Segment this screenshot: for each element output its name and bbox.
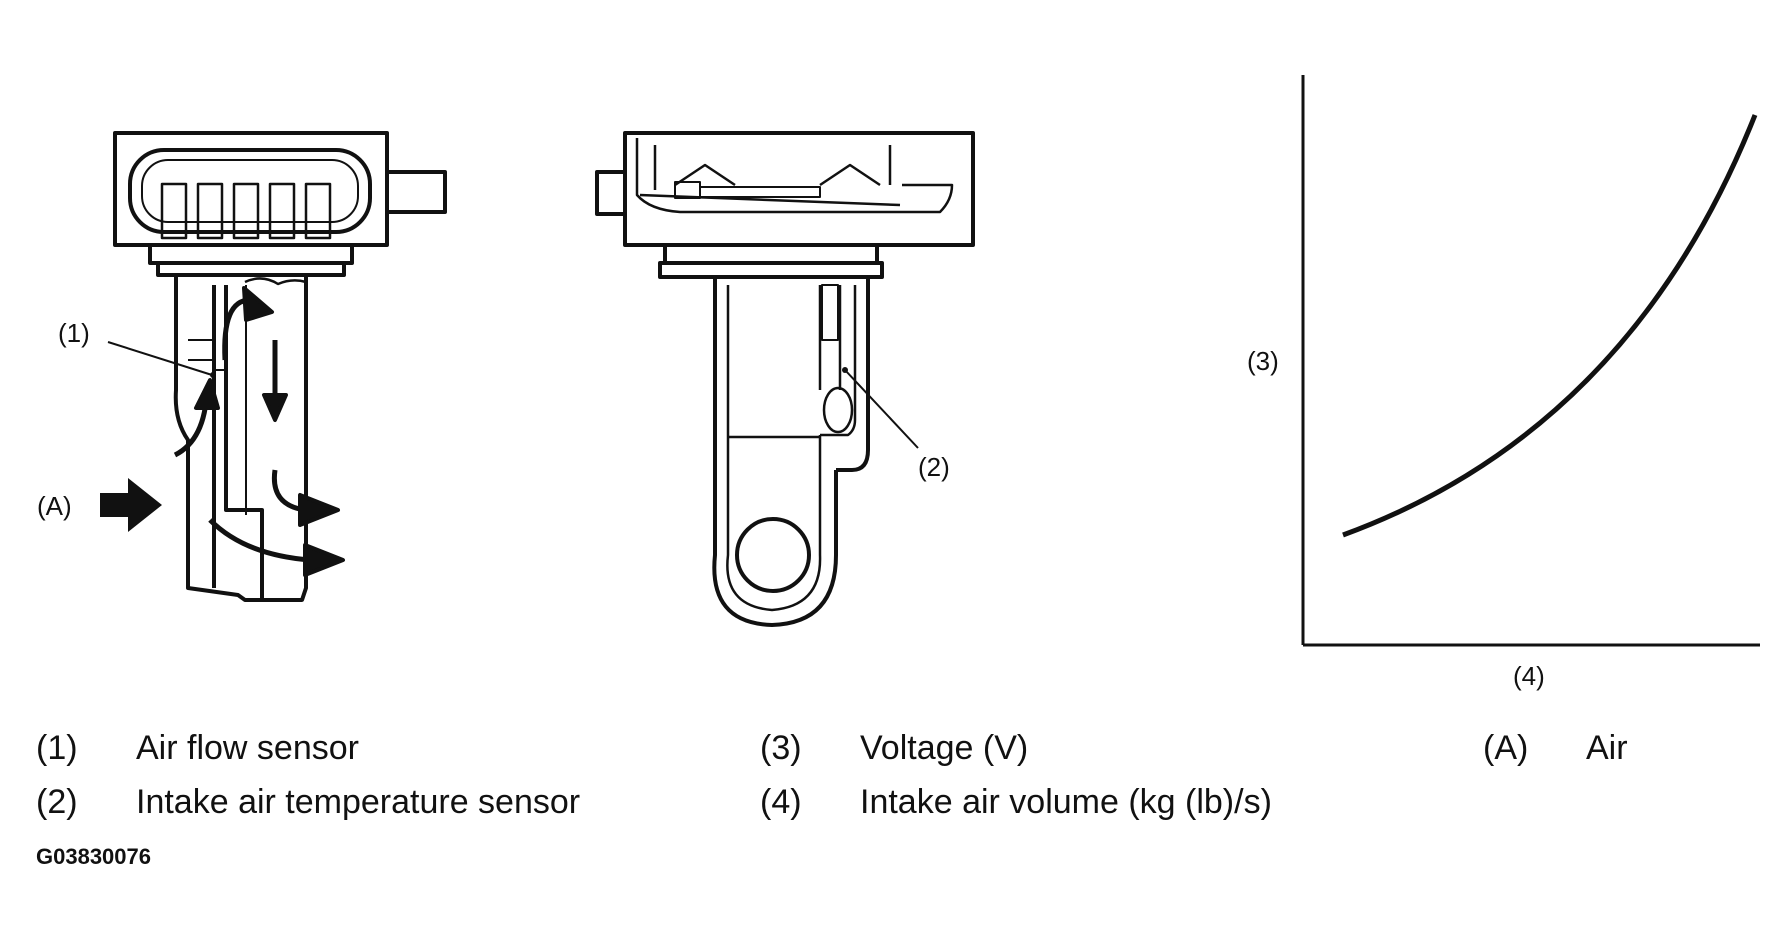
legend-number: (4): [760, 783, 802, 821]
callout-1: (1): [58, 318, 90, 348]
characteristic-curve: [1342, 114, 1758, 538]
figure-code: G03830076: [36, 844, 151, 869]
legend-text: Air flow sensor: [136, 729, 359, 767]
legend-number: (2): [36, 783, 78, 821]
callout-a: (A): [37, 491, 72, 521]
legend-number: (3): [760, 729, 802, 767]
legend-text: Voltage (V): [860, 729, 1029, 767]
legend-number: (1): [36, 729, 78, 767]
y-axis-label: (3): [1247, 346, 1279, 376]
legend-number: (A): [1483, 729, 1529, 767]
legend-text: Air: [1586, 729, 1628, 767]
x-axis-label: (4): [1513, 661, 1545, 691]
voltage-vs-airflow-graph: [1301, 75, 1760, 647]
legend-text: Intake air volume (kg (lb)/s): [860, 783, 1272, 821]
sensor-front-view: [100, 131, 447, 602]
legend-text: Intake air temperature sensor: [136, 783, 581, 821]
callout-2: (2): [918, 452, 950, 482]
sensor-side-view: [595, 131, 975, 627]
